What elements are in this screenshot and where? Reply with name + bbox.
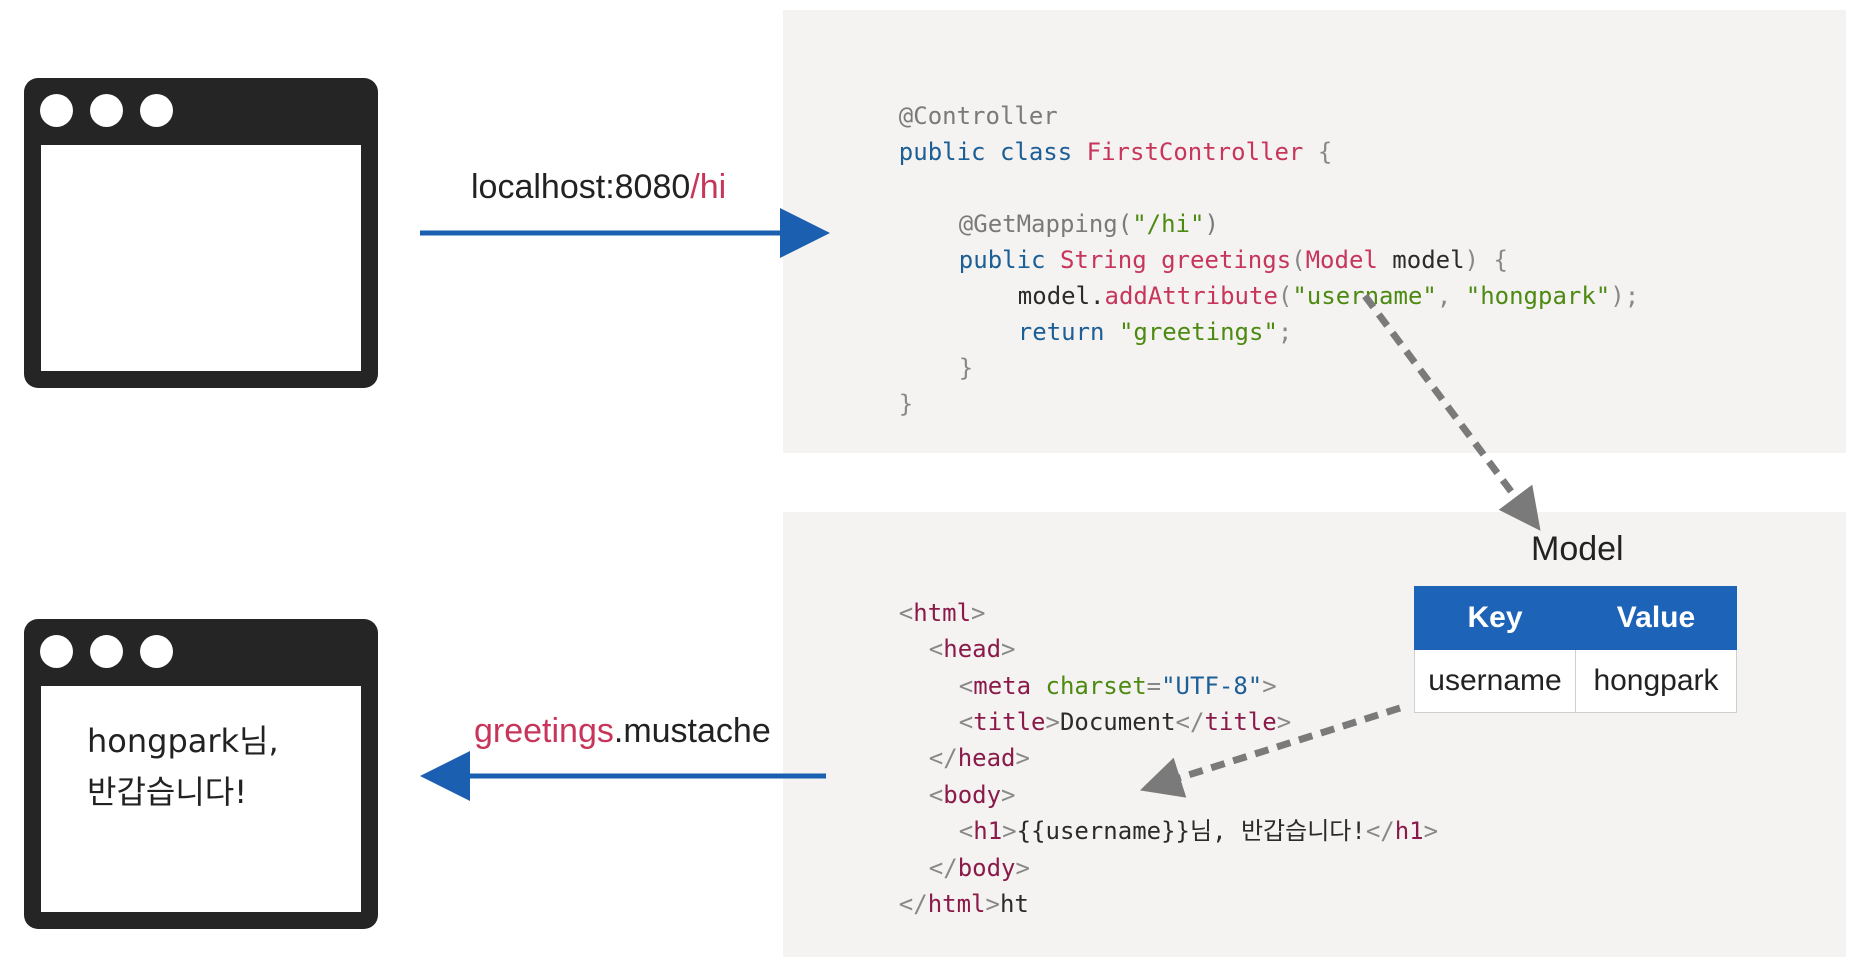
request-host: localhost:8080 (471, 168, 691, 206)
browser-window-response: hongpark님, 반갑습니다! (24, 619, 378, 929)
window-dot-2 (90, 635, 123, 668)
browser-screen-output: hongpark님, 반갑습니다! (41, 686, 361, 912)
request-url-label: localhost:8080/hi (471, 168, 726, 207)
tpl-line-2: <head> (928, 635, 1016, 663)
window-dot-3 (140, 94, 173, 127)
code-line-8: } (898, 390, 914, 418)
rendered-greeting: hongpark님, 반갑습니다! (87, 716, 279, 818)
window-dot-3 (140, 635, 173, 668)
tpl-line-5: </head> (928, 744, 1030, 772)
browser-window-request (24, 78, 378, 388)
model-title: Model (1531, 530, 1624, 568)
model-to-template-dashed-arrow (1139, 704, 1402, 798)
model-attribute-dashed-arrow (1362, 293, 1541, 531)
tpl-line-3: <meta charset="UTF-8"> (958, 672, 1277, 700)
greeting-line-1: hongpark님, (87, 722, 279, 760)
code-line-4: public String greetings(Model model) { (958, 246, 1508, 274)
code-line-1: @Controller (898, 102, 1058, 130)
greeting-line-2: 반갑습니다! (87, 773, 248, 811)
window-dot-2 (90, 94, 123, 127)
tpl-line-1: <html> (898, 599, 986, 627)
model-cell-value: hongpark (1575, 649, 1737, 713)
request-path: /hi (690, 168, 727, 206)
browser-screen-empty (41, 145, 361, 371)
code-line-6: return "greetings"; (1017, 318, 1293, 346)
model-header-value: Value (1575, 586, 1737, 650)
code-line-2: public class FirstController { (898, 138, 1333, 166)
tpl-line-7: <h1>{{username}}님, 반갑습니다!</h1> (958, 817, 1439, 845)
tpl-line-6: <body> (928, 781, 1016, 809)
template-file-label: greetings.mustache (474, 712, 771, 751)
model-table: Key Value username hongpark (1414, 586, 1737, 713)
code-line-7: } (958, 354, 974, 382)
controller-code-panel: @Controller public class FirstController… (783, 10, 1846, 453)
code-line-5: model.addAttribute("username", "hongpark… (1017, 282, 1640, 310)
tpl-line-4: <title>Document</title> (958, 708, 1292, 736)
window-dot-1 (40, 635, 73, 668)
template-ext: .mustache (613, 712, 771, 750)
template-name: greetings (474, 712, 614, 750)
model-header-key: Key (1414, 586, 1576, 650)
tpl-line-8: </body> (928, 854, 1030, 882)
tpl-line-9: </html>ht (898, 890, 1029, 918)
window-dot-1 (40, 94, 73, 127)
code-line-3: @GetMapping("/hi") (958, 210, 1219, 238)
